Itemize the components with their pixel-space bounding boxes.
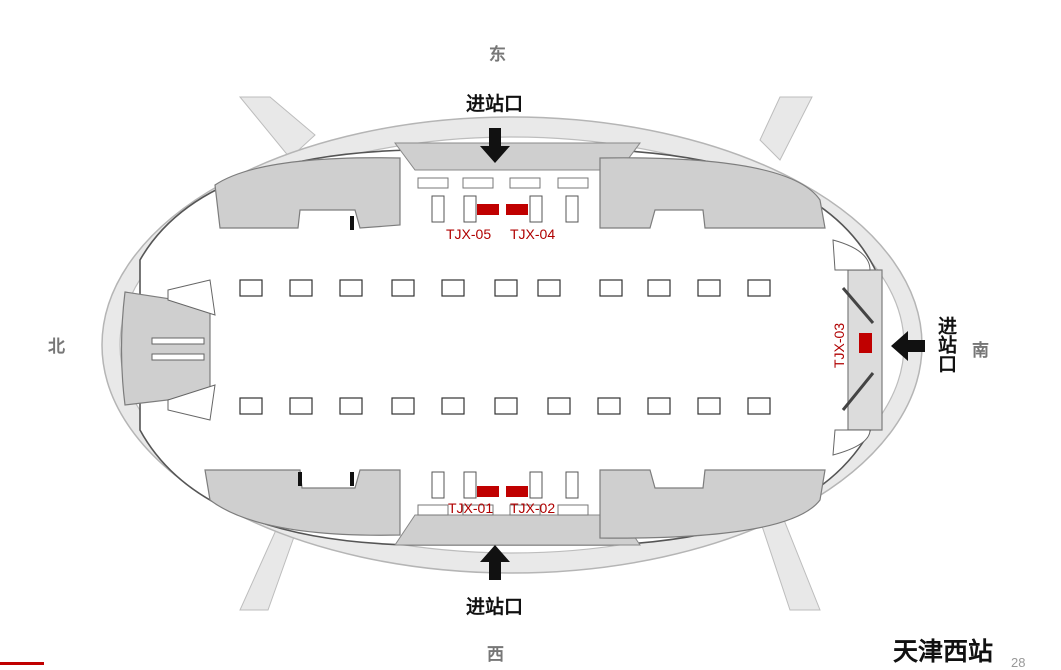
ticket-gate-icon (431, 195, 579, 499)
seat-row-lower (239, 397, 771, 415)
top-entrance-hall (417, 177, 589, 189)
seat-icon (239, 397, 263, 415)
seat-icon (289, 397, 313, 415)
bottom-concourse (394, 514, 641, 546)
ad-code-tjx-01: TJX-01 (448, 500, 494, 516)
seat-icon (697, 279, 721, 297)
pillars (298, 216, 354, 486)
direction-north: 北 (48, 337, 65, 357)
ad-spot-tjx-01 (477, 486, 499, 497)
seat-icon (239, 279, 263, 297)
bottom-entrance-hall (417, 504, 589, 516)
left-ramps (151, 279, 216, 421)
seat-icon (339, 279, 363, 297)
red-accent-bar (0, 662, 44, 665)
ad-spot-markers (477, 204, 872, 497)
station-name: 天津西站 (893, 637, 994, 666)
seat-icon (597, 397, 621, 415)
entrance-right-label: 进站口 (935, 316, 957, 373)
ad-code-tjx-02: TJX-02 (510, 500, 556, 516)
seat-icon (747, 397, 771, 415)
seat-icon (547, 397, 571, 415)
ad-code-tjx-05: TJX-05 (446, 226, 492, 242)
right-barriers (841, 287, 875, 411)
direction-east: 东 (489, 45, 506, 65)
seat-icon (647, 397, 671, 415)
seat-icon (441, 279, 465, 297)
ad-code-tjx-04: TJX-04 (510, 226, 556, 242)
seat-icon (339, 397, 363, 415)
seat-icon (391, 279, 415, 297)
ad-spot-tjx-03 (859, 333, 872, 353)
ad-spot-tjx-02 (506, 486, 528, 497)
seat-icon (289, 279, 313, 297)
seat-icon (647, 279, 671, 297)
seat-icon (494, 279, 518, 297)
ad-spot-tjx-04 (506, 204, 528, 215)
seat-row-upper (239, 279, 771, 297)
seat-icon (391, 397, 415, 415)
direction-west: 西 (487, 645, 504, 665)
arrow-icon (480, 128, 925, 580)
entrance-bottom-label: 进站口 (466, 596, 524, 618)
ad-code-tjx-03: TJX-03 (831, 322, 847, 368)
ad-spot-tjx-05 (477, 204, 499, 215)
seat-icon (747, 279, 771, 297)
seat-icon (441, 397, 465, 415)
seat-icon (599, 279, 623, 297)
entrance-top-label: 进站口 (466, 93, 524, 115)
direction-south: 南 (972, 341, 989, 361)
seat-icon (494, 397, 518, 415)
seat-icon (697, 397, 721, 415)
right-crescents (832, 239, 871, 456)
page-number: 28 (1011, 655, 1026, 670)
building-blocks (120, 157, 883, 539)
seat-icon (537, 279, 561, 297)
